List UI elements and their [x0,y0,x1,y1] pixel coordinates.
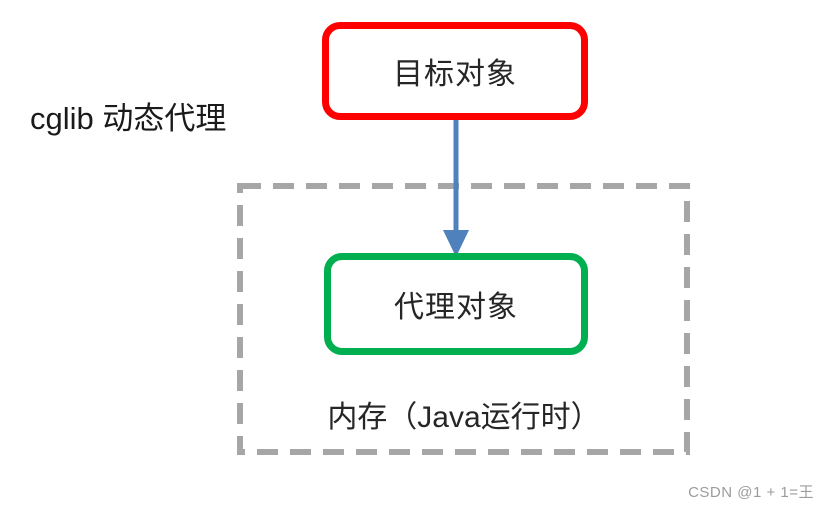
memory-region-label: 内存（Java运行时） [327,401,601,434]
target-object-label: 目标对象 [393,58,517,91]
diagram-title: cglib 动态代理 [30,101,227,136]
memory-boundary-dashed-box [237,183,690,455]
csdn-watermark: CSDN @1 + 1=王 [688,484,814,501]
arrow-head-down-icon [443,230,469,257]
target-object-box: 目标对象 [322,22,588,120]
proxy-object-box: 代理对象 [324,253,588,355]
proxy-object-label: 代理对象 [394,291,518,324]
